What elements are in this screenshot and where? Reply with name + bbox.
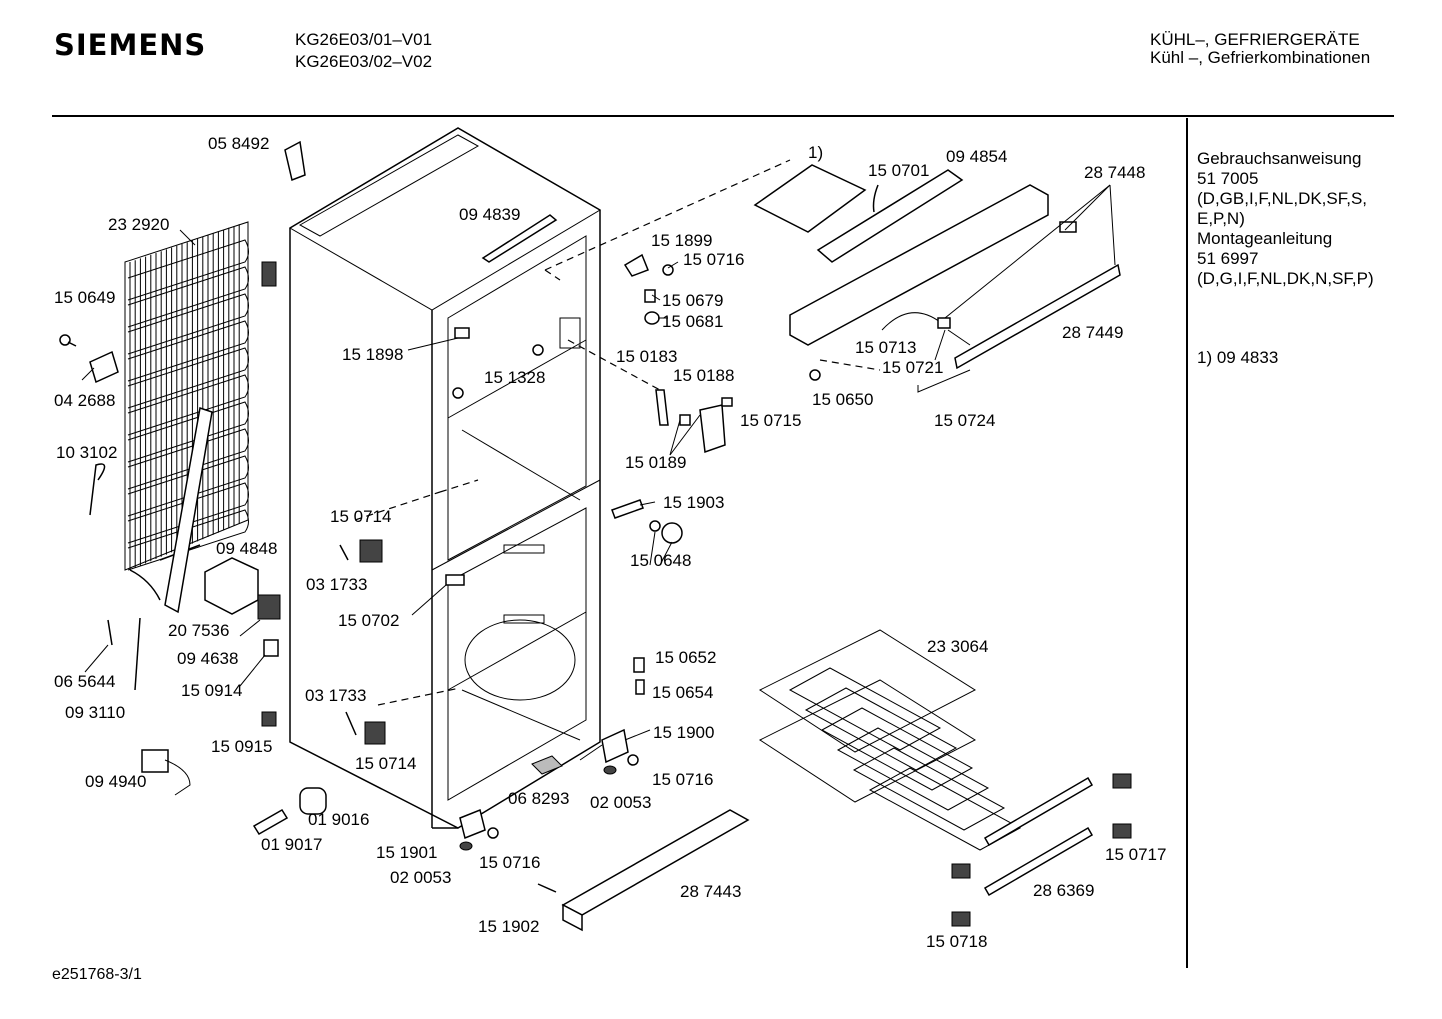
condenser-coil bbox=[127, 347, 249, 409]
part-label-019016: 01 9016 bbox=[308, 810, 369, 829]
sidebar-line: (D,G,I,F,NL,DK,N,SF,P) bbox=[1197, 269, 1374, 288]
part-label-065644: 06 5644 bbox=[54, 672, 115, 691]
part-drawings bbox=[59, 140, 1132, 932]
part-label-150679: 15 0679 bbox=[662, 291, 723, 310]
brand-logo: SIEMENS bbox=[54, 28, 207, 62]
condenser-coil bbox=[127, 293, 249, 355]
part-label-150650: 15 0650 bbox=[812, 390, 873, 409]
part-label-150713: 15 0713 bbox=[855, 338, 916, 357]
sidebar-line: (D,GB,I,F,NL,DK,SF,S, bbox=[1197, 189, 1368, 208]
part-label-150715: 15 0715 bbox=[740, 411, 801, 430]
condenser-coil bbox=[127, 320, 249, 382]
part-label-151901: 15 1901 bbox=[376, 843, 437, 862]
part-label-note1: 1) bbox=[808, 143, 823, 162]
part-label-150716c: 15 0716 bbox=[479, 853, 540, 872]
part-label-150702: 15 0702 bbox=[338, 611, 399, 630]
shelf-wire-loop bbox=[804, 687, 958, 771]
part-label-150717: 15 0717 bbox=[1105, 845, 1166, 864]
sidebar-divider bbox=[1186, 118, 1188, 968]
part-label-151328: 15 1328 bbox=[484, 368, 545, 387]
part-label-094848: 09 4848 bbox=[216, 539, 277, 558]
part-label-233064: 23 3064 bbox=[927, 637, 988, 656]
part-label-068293: 06 8293 bbox=[508, 789, 569, 808]
sidebar-line: E,P,N) bbox=[1197, 209, 1245, 228]
part-label-020053a: 02 0053 bbox=[590, 793, 651, 812]
shelf-wire-loop bbox=[820, 707, 974, 791]
condenser-coil bbox=[127, 509, 249, 571]
part-label-150914: 15 0914 bbox=[181, 681, 242, 700]
part-label-031733a: 03 1733 bbox=[306, 575, 367, 594]
part-label-150189: 15 0189 bbox=[625, 453, 686, 472]
part-label-150721: 15 0721 bbox=[882, 358, 943, 377]
sidebar-note: 1) 09 4833 bbox=[1197, 348, 1279, 367]
part-label-020053b: 02 0053 bbox=[390, 868, 451, 887]
shelf-wire-loop bbox=[836, 727, 990, 811]
part-label-094638: 09 4638 bbox=[177, 649, 238, 668]
part-label-150701: 15 0701 bbox=[868, 161, 929, 180]
part-label-150716a: 15 0716 bbox=[683, 250, 744, 269]
part-label-150716b: 15 0716 bbox=[652, 770, 713, 789]
shelf-wire-loop bbox=[852, 747, 1006, 831]
part-label-150649: 15 0649 bbox=[54, 288, 115, 307]
part-label-207536: 20 7536 bbox=[168, 621, 229, 640]
part-label-150714b: 15 0714 bbox=[355, 754, 416, 773]
category-subtitle: Kühl –, Gefrierkombinationen bbox=[1150, 48, 1371, 67]
sidebar-docs: Gebrauchsanweisung 51 7005 (D,GB,I,F,NL,… bbox=[1197, 149, 1374, 289]
condenser-coil bbox=[127, 401, 249, 463]
part-label-287443: 28 7443 bbox=[680, 882, 741, 901]
condenser-coil bbox=[127, 455, 249, 517]
part-label-287448: 28 7448 bbox=[1084, 163, 1145, 182]
part-label-094940: 09 4940 bbox=[85, 772, 146, 791]
cabinet-body bbox=[289, 127, 601, 829]
part-label-232920: 23 2920 bbox=[108, 215, 169, 234]
part-labels: 05 8492 23 2920 15 0649 04 2688 10 3102 … bbox=[54, 134, 1166, 951]
part-label-287449: 28 7449 bbox=[1062, 323, 1123, 342]
part-label-093110: 09 3110 bbox=[65, 703, 125, 722]
part-label-151900: 15 1900 bbox=[653, 723, 714, 742]
part-label-042688: 04 2688 bbox=[54, 391, 115, 410]
part-label-150714a: 15 0714 bbox=[330, 507, 391, 526]
sidebar-line: 51 7005 bbox=[1197, 169, 1259, 188]
part-label-151902: 15 1902 bbox=[478, 917, 539, 936]
part-label-150183: 15 0183 bbox=[616, 347, 677, 366]
drawing-code: e251768-3/1 bbox=[52, 966, 142, 983]
part-label-058492: 05 8492 bbox=[208, 134, 269, 153]
part-label-094839: 09 4839 bbox=[459, 205, 520, 224]
part-label-150654: 15 0654 bbox=[652, 683, 713, 702]
part-label-103102: 10 3102 bbox=[56, 443, 117, 462]
condenser-coil bbox=[127, 266, 249, 328]
part-label-150718: 15 0718 bbox=[926, 932, 987, 951]
condenser-coil bbox=[127, 239, 249, 301]
part-label-150681: 15 0681 bbox=[662, 312, 723, 331]
part-label-150188: 15 0188 bbox=[673, 366, 734, 385]
part-label-150652: 15 0652 bbox=[655, 648, 716, 667]
part-label-150915: 15 0915 bbox=[211, 737, 272, 756]
shelf-wire-loop bbox=[788, 667, 942, 751]
model-number-1: KG26E03/01–V01 bbox=[295, 30, 433, 49]
part-label-151899: 15 1899 bbox=[651, 231, 712, 250]
part-label-150648: 15 0648 bbox=[630, 551, 691, 570]
header-divider bbox=[52, 115, 1394, 117]
part-label-151898: 15 1898 bbox=[342, 345, 403, 364]
part-label-019017: 01 9017 bbox=[261, 835, 322, 854]
part-label-151903: 15 1903 bbox=[663, 493, 724, 512]
sidebar-line: Gebrauchsanweisung bbox=[1197, 149, 1362, 168]
condenser-grid bbox=[124, 221, 249, 601]
part-label-150724: 15 0724 bbox=[934, 411, 995, 430]
leader-lines bbox=[81, 184, 1116, 761]
sidebar-line: Montageanleitung bbox=[1197, 229, 1333, 248]
dashed-guides bbox=[354, 159, 881, 706]
condenser-coil bbox=[127, 482, 249, 544]
model-number-2: KG26E03/02–V02 bbox=[295, 52, 433, 71]
part-label-094854: 09 4854 bbox=[946, 147, 1007, 166]
category-title: KÜHL–, GEFRIERGERÄTE bbox=[1150, 30, 1360, 49]
condenser-coil bbox=[127, 428, 249, 490]
part-label-031733b: 03 1733 bbox=[305, 686, 366, 705]
condenser-coil bbox=[127, 374, 249, 436]
shelf-wire-loop bbox=[868, 767, 1022, 851]
sidebar-line: 51 6997 bbox=[1197, 249, 1259, 268]
part-label-286369: 28 6369 bbox=[1033, 881, 1094, 900]
